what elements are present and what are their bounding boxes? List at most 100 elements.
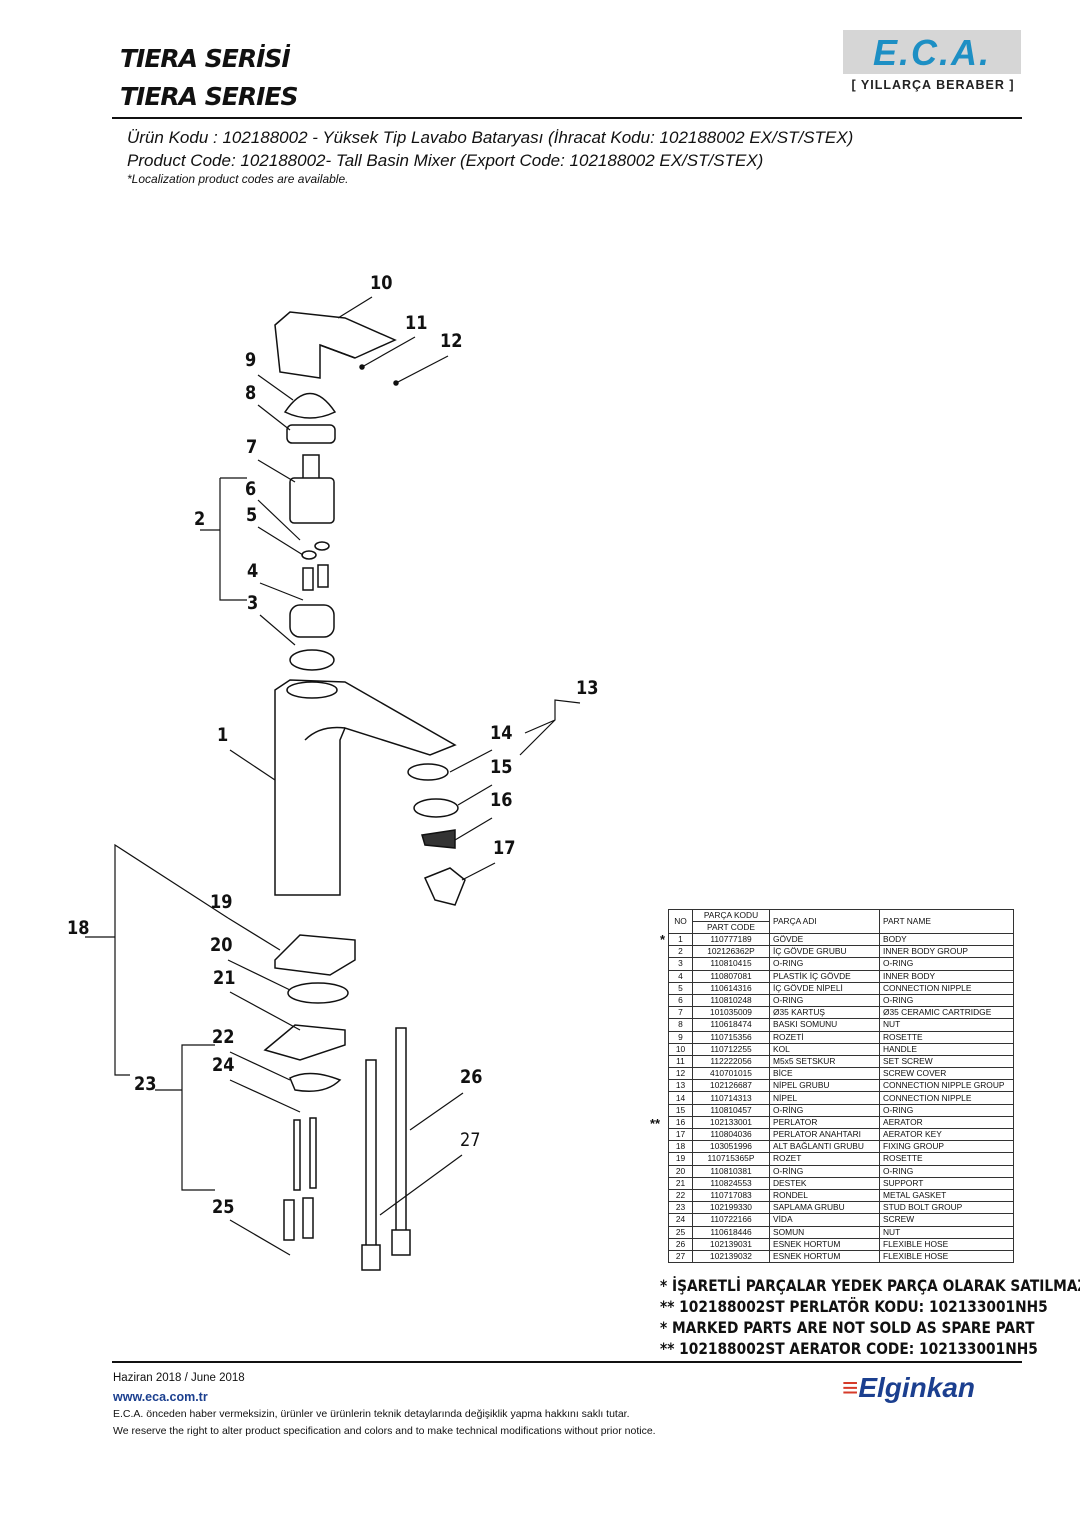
part-name-en: ROSETTE — [879, 1030, 1014, 1044]
callout-number: 20 — [210, 934, 233, 956]
header-divider — [112, 117, 1022, 119]
part-code: 102139031 — [692, 1237, 770, 1251]
part-name-en: INNER BODY GROUP — [879, 945, 1014, 959]
callout-number: 23 — [134, 1073, 157, 1095]
nipple-part — [407, 763, 449, 781]
part-code: 110810381 — [692, 1164, 770, 1178]
part-code: 410701015 — [692, 1067, 770, 1081]
series-title-en: TIERA SERIES — [120, 82, 298, 111]
part-number: 3 — [668, 957, 693, 971]
part-name-tr: PERLATOR ANAHTARI — [769, 1127, 880, 1142]
callout-number: 17 — [493, 837, 516, 859]
part-number: 17 — [668, 1127, 693, 1142]
o-ring-part — [287, 982, 349, 1004]
part-number: 2 — [668, 945, 693, 959]
part-name-en: NUT — [879, 1225, 1014, 1239]
part-name-tr: NİPEL GRUBU — [769, 1079, 880, 1093]
eca-logo-text: E.C.A. — [872, 32, 991, 73]
part-code: 110777189 — [692, 932, 770, 947]
part-number: 6 — [668, 993, 693, 1008]
callout-number: 19 — [210, 891, 233, 913]
part-name-en: CONNECTION NIPPLE GROUP — [879, 1079, 1014, 1093]
callout-number: 16 — [490, 789, 513, 811]
callout-number: 24 — [212, 1054, 235, 1076]
leader-lines — [85, 296, 581, 1256]
callout-number: 11 — [405, 312, 428, 334]
part-name-tr: GÖVDE — [769, 932, 880, 947]
part-number: 25 — [668, 1225, 693, 1239]
part-code: 102139032 — [692, 1249, 770, 1264]
cartridge-part — [289, 454, 335, 524]
part-name-en: FLEXIBLE HOSE — [879, 1249, 1014, 1264]
footer-disclaimer-en: We reserve the right to alter product sp… — [113, 1425, 656, 1437]
note-aerator-code-tr: ** 102188002ST PERLATÖR KODU: 102133001N… — [660, 1297, 1048, 1316]
part-number: 24 — [668, 1213, 693, 1227]
part-code: 110807081 — [692, 969, 770, 983]
part-code: 110614316 — [692, 981, 770, 995]
part-name-en: INNER BODY — [879, 969, 1014, 983]
part-number: 9 — [668, 1030, 693, 1044]
part-name-tr: O-RING — [769, 957, 880, 971]
part-number: 10 — [668, 1042, 693, 1056]
o-ring-part — [289, 649, 335, 671]
footer-divider — [112, 1361, 1022, 1363]
part-name-en: O-RING — [879, 993, 1014, 1008]
table-header-row: NO PARÇA KODU PARÇA ADI PART NAME — [668, 909, 1014, 934]
series-title-tr: TIERA SERİSİ — [120, 44, 291, 73]
footer-website-link[interactable]: www.eca.com.tr — [113, 1390, 208, 1404]
part-name-tr: Ø35 KARTUŞ — [769, 1006, 880, 1020]
part-name-en: BODY — [879, 932, 1014, 947]
part-number: 8 — [668, 1018, 693, 1032]
part-name-tr: KOL — [769, 1042, 880, 1056]
part-name-tr: ESNEK HORTUM — [769, 1237, 880, 1251]
part-number: 14 — [668, 1091, 693, 1105]
note-aerator-code-en: ** 102188002ST AERATOR CODE: 102133001NH… — [660, 1339, 1038, 1358]
exploded-diagram — [85, 296, 581, 1271]
part-number: 23 — [668, 1201, 693, 1215]
callout-number: 7 — [246, 436, 258, 458]
part-name-en: FLEXIBLE HOSE — [879, 1237, 1014, 1251]
callout-number: 2 — [194, 508, 206, 530]
part-name-tr: BİCE — [769, 1067, 880, 1081]
spare-part-mark: ** — [650, 1115, 661, 1131]
part-name-tr: M5x5 SETSKUR — [769, 1054, 880, 1069]
part-number: 12 — [668, 1067, 693, 1081]
part-number: 13 — [668, 1079, 693, 1093]
part-name-tr: VİDA — [769, 1213, 880, 1227]
o-ring-part — [413, 798, 459, 818]
part-number: 1 — [668, 932, 693, 947]
part-name-tr: O-RİNG — [769, 1164, 880, 1178]
part-number: 21 — [668, 1176, 693, 1190]
callout-number: 3 — [247, 592, 259, 614]
part-name-en: O-RING — [879, 957, 1014, 971]
part-name-tr: ALT BAĞLANTI GRUBU — [769, 1140, 880, 1154]
part-code: 110824553 — [692, 1176, 770, 1190]
part-name-en: CONNECTION NIPPLE — [879, 1091, 1014, 1105]
part-code: 102133001 — [692, 1115, 770, 1130]
callout-number: 25 — [212, 1196, 235, 1218]
header-name-tr: PARÇA ADI — [769, 909, 880, 934]
part-name-tr: BASKI SOMUNU — [769, 1018, 880, 1032]
part-name-tr: RONDEL — [769, 1188, 880, 1203]
part-name-tr: O-RING — [769, 993, 880, 1008]
rosette-part-lower — [274, 934, 356, 976]
part-code: 112222056 — [692, 1054, 770, 1069]
callout-number: 27 — [460, 1129, 481, 1151]
handle-part — [274, 311, 397, 379]
part-number: 19 — [668, 1152, 693, 1166]
callout-number: 8 — [245, 382, 257, 404]
